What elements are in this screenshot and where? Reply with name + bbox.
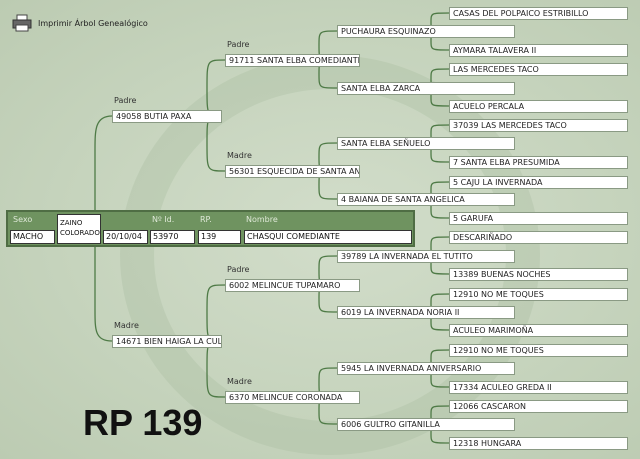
gen4-ancestor-box[interactable]: 37039 LAS MERCEDES TACO: [449, 119, 628, 132]
gen4-ancestor-box[interactable]: 5 GARUFA: [449, 212, 628, 225]
gen4-ancestor-box[interactable]: ACULEO MARIMOÑA: [449, 324, 628, 337]
gen4-ancestor-box[interactable]: 7 SANTA ELBA PRESUMIDA: [449, 156, 628, 169]
padre-label: Padre: [114, 96, 137, 105]
color-line2: COLORADO: [60, 229, 100, 237]
gen1-ancestor-box[interactable]: 49058 BUTIA PAXA: [112, 110, 222, 123]
gen4-ancestor-box[interactable]: DESCARIÑADO: [449, 231, 628, 244]
connector-line: [206, 59, 226, 117]
gen4-ancestor-box[interactable]: 12066 CASCARON: [449, 400, 628, 413]
nombre-field[interactable]: CHASQUI COMEDIANTE: [244, 230, 412, 244]
gen4-ancestor-box[interactable]: ACUELO PERCALA: [449, 100, 628, 113]
padre-label: Padre: [227, 40, 250, 49]
sexo-field[interactable]: MACHO: [10, 230, 55, 244]
color-field[interactable]: ZAINO COLORADO: [57, 214, 101, 244]
gen3-ancestor-box[interactable]: SANTA ELBA ZARCA: [337, 82, 515, 95]
nombre-label: Nombre: [246, 215, 278, 224]
gen3-ancestor-box[interactable]: 5945 LA INVERNADA ANIVERSARIO: [337, 362, 515, 375]
rp-caption: RP 139: [83, 402, 203, 443]
gen4-ancestor-box[interactable]: 12910 NO ME TOQUES: [449, 288, 628, 301]
gen3-ancestor-box[interactable]: 6019 LA INVERNADA NORIA II: [337, 306, 515, 319]
rp-label: RP.: [200, 215, 212, 224]
gen4-ancestor-box[interactable]: 12910 NO ME TOQUES: [449, 344, 628, 357]
color-line1: ZAINO: [60, 219, 83, 227]
fecha-field[interactable]: 20/10/04: [103, 230, 148, 244]
gen4-ancestor-box[interactable]: CASAS DEL POLPAICO ESTRIBILLO: [449, 7, 628, 20]
gen4-ancestor-box[interactable]: LAS MERCEDES TACO: [449, 63, 628, 76]
connector-line: [206, 284, 226, 342]
id-field[interactable]: 53970: [150, 230, 195, 244]
madre-label: Madre: [227, 377, 252, 386]
printer-icon: [12, 14, 32, 32]
id-label: Nº Id.: [152, 215, 175, 224]
gen3-ancestor-box[interactable]: 39789 LA INVERNADA EL TUTITO: [337, 250, 515, 263]
sexo-label: Sexo: [13, 215, 33, 224]
connector-line: [206, 115, 226, 172]
gen3-ancestor-box[interactable]: 6006 GULTRO GITANILLA: [337, 418, 515, 431]
madre-label: Madre: [114, 321, 139, 330]
gen2-ancestor-box[interactable]: 6370 MELINCUE CORONADA: [225, 391, 360, 404]
gen4-ancestor-box[interactable]: AYMARA TALAVERA II: [449, 44, 628, 57]
gen4-ancestor-box[interactable]: 12318 HUNGARA: [449, 437, 628, 450]
gen4-ancestor-box[interactable]: 13389 BUENAS NOCHES: [449, 268, 628, 281]
gen4-ancestor-box[interactable]: 17334 ACULEO GREDA II: [449, 381, 628, 394]
animal-info-panel: Sexo MACHO ZAINO COLORADO 20/10/04 Nº Id.…: [6, 210, 415, 247]
gen4-ancestor-box[interactable]: 5 CAJU LA INVERNADA: [449, 176, 628, 189]
gen2-ancestor-box[interactable]: 6002 MELINCUE TUPAMARO: [225, 279, 360, 292]
gen2-ancestor-box[interactable]: 56301 ESQUECIDA DE SANTA ANGELICA: [225, 165, 360, 178]
print-tree-button[interactable]: Imprimir Árbol Genealógico: [12, 14, 148, 32]
gen3-ancestor-box[interactable]: 4 BAIANA DE SANTA ANGELICA: [337, 193, 515, 206]
print-label: Imprimir Árbol Genealógico: [38, 18, 148, 28]
gen2-ancestor-box[interactable]: 91711 SANTA ELBA COMEDIANTE: [225, 54, 360, 67]
gen1-ancestor-box[interactable]: 14671 BIEN HAIGA LA CULECA: [112, 335, 222, 348]
connector-line: [206, 340, 226, 398]
rp-field[interactable]: 139: [198, 230, 241, 244]
gen3-ancestor-box[interactable]: SANTA ELBA SEÑUELO: [337, 137, 515, 150]
padre-label: Padre: [227, 265, 250, 274]
madre-label: Madre: [227, 151, 252, 160]
gen3-ancestor-box[interactable]: PUCHAURA ESQUINAZO: [337, 25, 515, 38]
